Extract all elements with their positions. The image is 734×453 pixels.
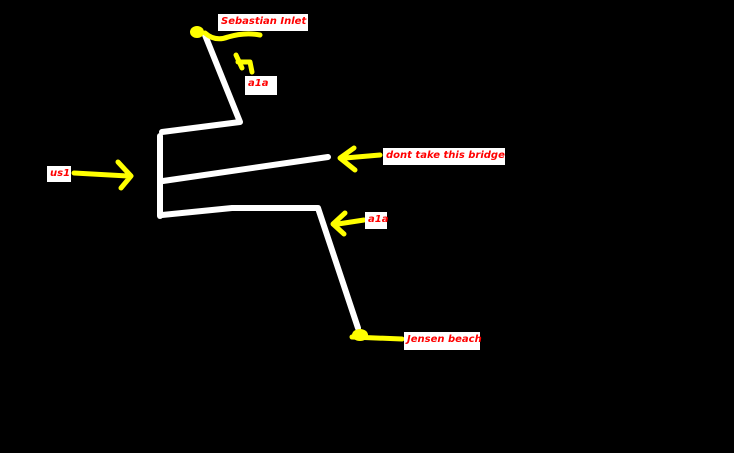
road-north-to-sebastian-inlet — [159, 32, 243, 135]
jensen-beach-squiggle — [349, 334, 405, 342]
label-dont-take-bridge: dont take this bridge — [383, 148, 505, 165]
label-a1a-top: a1a — [245, 76, 277, 95]
label-jensen-beach: Jensen beach — [404, 332, 482, 350]
road-network — [157, 32, 361, 331]
sebastian-inlet-dot — [190, 26, 204, 38]
sebastian-inlet-squiggle — [202, 30, 263, 42]
markers — [71, 26, 405, 342]
dont-take-bridge-arrow — [337, 145, 383, 173]
road-bridge-east — [160, 154, 331, 184]
a1a-mid-arrow — [330, 210, 367, 237]
a1a-top-arrow — [233, 52, 255, 75]
label-sebastian-inlet: Sebastian Inlet — [218, 14, 308, 31]
road-south-to-jensen-beach — [159, 205, 361, 331]
label-a1a-mid: a1a — [365, 212, 388, 229]
us1-arrow — [71, 159, 134, 191]
label-us1: us1 — [47, 166, 71, 182]
